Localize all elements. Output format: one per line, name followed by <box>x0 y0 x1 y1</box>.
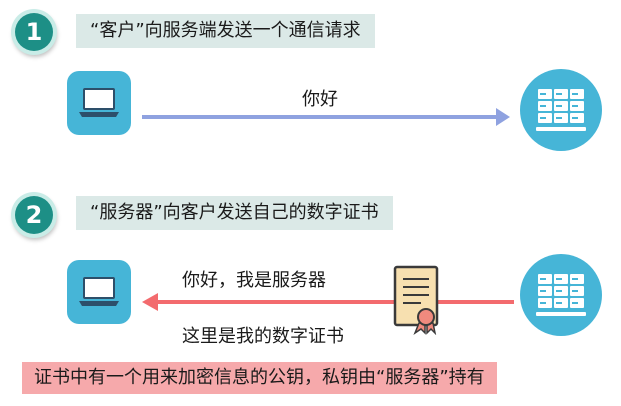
server-icon <box>536 89 586 131</box>
step-2-title: “服务器”向客户发送自己的数字证书 <box>76 196 393 230</box>
certificate-icon <box>393 265 439 335</box>
step-1-text: “客户”向服务端发送一个通信请求 <box>90 20 361 41</box>
request-message: 你好 <box>302 89 338 110</box>
response-message-bottom: 这里是我的数字证书 <box>182 326 344 347</box>
step-2-badge: 2 <box>15 196 53 234</box>
client-tile-1 <box>67 71 131 135</box>
step-2-number: 2 <box>25 201 43 229</box>
public-key-note: 证书中有一个用来加密信息的公钥，私钥由“服务器”持有 <box>22 362 497 394</box>
laptop-icon <box>79 88 119 117</box>
public-key-note-text: 证书中有一个用来加密信息的公钥，私钥由“服务器”持有 <box>34 367 485 388</box>
response-message-top: 你好，我是服务器 <box>182 270 326 291</box>
step-1-title: “客户”向服务端发送一个通信请求 <box>76 14 375 48</box>
step-1-badge: 1 <box>15 13 53 51</box>
request-arrow <box>142 108 510 126</box>
client-tile-2 <box>67 260 131 324</box>
response-arrow <box>142 293 514 311</box>
step-1-number: 1 <box>25 18 43 46</box>
server-icon <box>536 274 586 316</box>
laptop-icon <box>79 277 119 306</box>
server-circle-1 <box>520 69 602 151</box>
server-circle-2 <box>520 254 602 336</box>
step-2-text: “服务器”向客户发送自己的数字证书 <box>90 202 379 223</box>
